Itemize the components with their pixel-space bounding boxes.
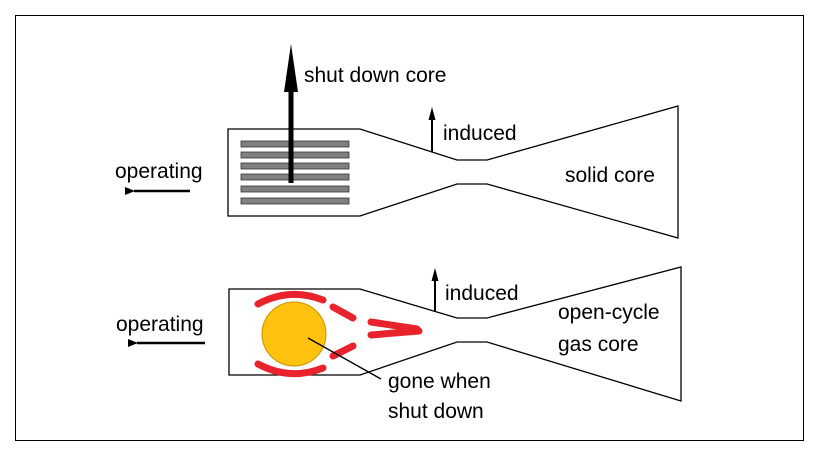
shut-down-core-arrow (284, 44, 298, 183)
flow-dash (329, 342, 357, 360)
operating-label-bottom: operating (116, 313, 204, 336)
operating-label-top: operating (115, 160, 203, 183)
gas-core-label-line2: gas core (558, 333, 639, 356)
induced-arrow-bottom (431, 268, 439, 312)
solid-core-nozzle-outline (227, 105, 679, 239)
solid-core-label: solid core (565, 164, 655, 187)
fuel-plate (240, 197, 350, 205)
flow-dash (329, 303, 357, 322)
fuel-plate (240, 185, 350, 193)
diagram-frame (15, 15, 804, 441)
gas-core-engine: gone when shut down induced open-cycle g… (116, 266, 682, 423)
fuel-plate (240, 173, 350, 181)
solid-core-engine: shut down core induced solid core operat… (115, 44, 679, 239)
flow-pattern (254, 290, 423, 378)
fuel-plates (240, 140, 350, 205)
induced-arrow-top (428, 107, 436, 152)
callout-label-line2: shut down (388, 400, 484, 423)
flow-dash (367, 327, 423, 339)
flow-arc-bottom (254, 360, 327, 378)
gas-core-nozzle-outline (228, 266, 682, 402)
fuel-plate (240, 162, 350, 170)
induced-label-top: induced (443, 122, 517, 145)
gas-core-label-line1: open-cycle (558, 301, 660, 324)
induced-label-bottom: induced (445, 282, 519, 305)
shut-down-core-label: shut down core (304, 64, 446, 87)
callout-label-line1: gone when (388, 370, 491, 393)
callout-pointer (307, 337, 382, 380)
flow-dash (367, 318, 421, 333)
plasma-fuel-ball (261, 301, 327, 367)
fuel-plate (240, 140, 350, 148)
fuel-plate (240, 151, 350, 159)
flow-arc-top (254, 290, 327, 308)
